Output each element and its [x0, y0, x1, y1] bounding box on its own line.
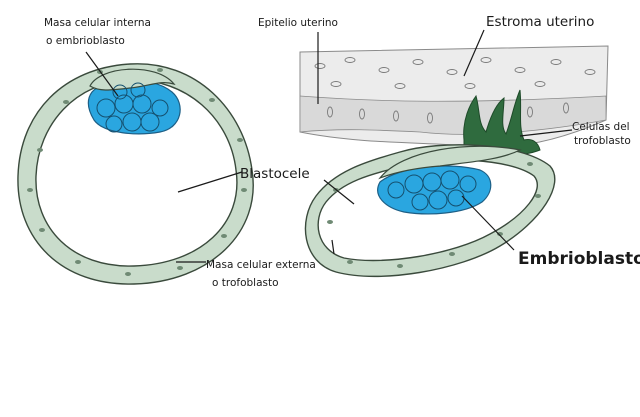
stroma-nuclei — [314, 57, 596, 124]
leader-lines — [85, 29, 573, 263]
label-inner-mass-line2: o embrioblasto — [46, 35, 125, 47]
implanting-trophoblast-ring — [304, 144, 556, 277]
label-celulas-line2: trofoblasto — [574, 135, 631, 147]
syncytiotrophoblast — [463, 89, 541, 156]
icm-cells — [96, 82, 169, 133]
implanting-blastocyst — [299, 45, 609, 277]
label-blastocele: Blastocele — [240, 166, 310, 182]
trophoblast-nuclei — [27, 68, 247, 276]
label-outer-mass-line2: o trofoblasto — [212, 277, 279, 289]
label-estroma: Estroma uterino — [486, 14, 594, 30]
label-embrioblasto: Embrioblasto — [518, 249, 640, 269]
epithelium-band — [299, 95, 607, 135]
label-outer-mass-line1: Masa celular externa — [206, 259, 316, 271]
label-epitelio: Epitelio uterino — [258, 17, 338, 29]
implanting-cap — [378, 145, 522, 180]
trophoblast-ring — [17, 63, 254, 285]
trophoblast-cap — [89, 68, 176, 91]
free-blastocyst — [17, 63, 254, 285]
label-inner-mass-line1: Masa celular interna — [44, 17, 151, 29]
labels: Masa celular interna o embrioblasto Blas… — [44, 14, 640, 289]
label-celulas-line1: Celulas del — [572, 121, 630, 133]
